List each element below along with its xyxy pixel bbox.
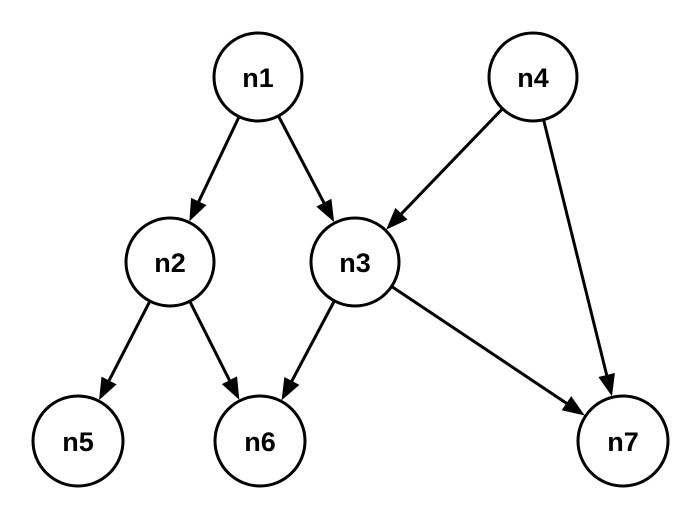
edge-n4-to-n7 [542, 120, 615, 397]
edges-layer [99, 108, 615, 416]
graph-node-n6[interactable]: n6 [213, 394, 307, 488]
arrowhead-icon [561, 396, 585, 416]
arrowhead-icon [99, 376, 117, 401]
edge-n4-to-n3 [386, 108, 503, 230]
edge-n3-to-n6 [281, 301, 336, 401]
edge-n2-to-n6 [188, 301, 240, 400]
arrowhead-icon [316, 198, 335, 223]
nodes-layer: n1 n2 n3 n4 n5 n6 n7 [31, 31, 670, 488]
edge-n1-to-n3 [277, 116, 335, 223]
edge-n1-to-n2 [189, 116, 241, 222]
node-circle-n1[interactable] [212, 31, 304, 123]
edge-line [289, 301, 336, 384]
node-circle-n7[interactable] [576, 394, 670, 488]
graph-node-n5[interactable]: n5 [31, 394, 125, 488]
node-circle-n4[interactable] [487, 31, 579, 123]
edge-n3-to-n7 [391, 285, 585, 416]
edge-line [398, 108, 503, 217]
arrowhead-icon [598, 372, 615, 397]
graph-node-n1[interactable]: n1 [212, 31, 304, 123]
node-circle-n6[interactable] [213, 394, 307, 488]
graph-node-n7[interactable]: n7 [576, 394, 670, 488]
node-circle-n2[interactable] [124, 216, 216, 308]
arrowhead-icon [189, 197, 207, 222]
edge-n2-to-n5 [99, 301, 151, 401]
graph-node-n2[interactable]: n2 [124, 216, 216, 308]
graph-node-n4[interactable]: n4 [487, 31, 579, 123]
edge-line [542, 120, 609, 378]
edge-line [106, 301, 151, 383]
arrowhead-icon [221, 376, 240, 400]
arrowhead-icon [386, 207, 408, 230]
arrowhead-icon [281, 376, 300, 401]
node-circle-n3[interactable] [309, 216, 401, 308]
edge-line [277, 116, 327, 206]
node-circle-n5[interactable] [31, 394, 125, 488]
edge-line [196, 116, 241, 204]
graph-node-n3[interactable]: n3 [309, 216, 401, 308]
edge-line [188, 301, 232, 383]
edge-line [391, 285, 569, 406]
